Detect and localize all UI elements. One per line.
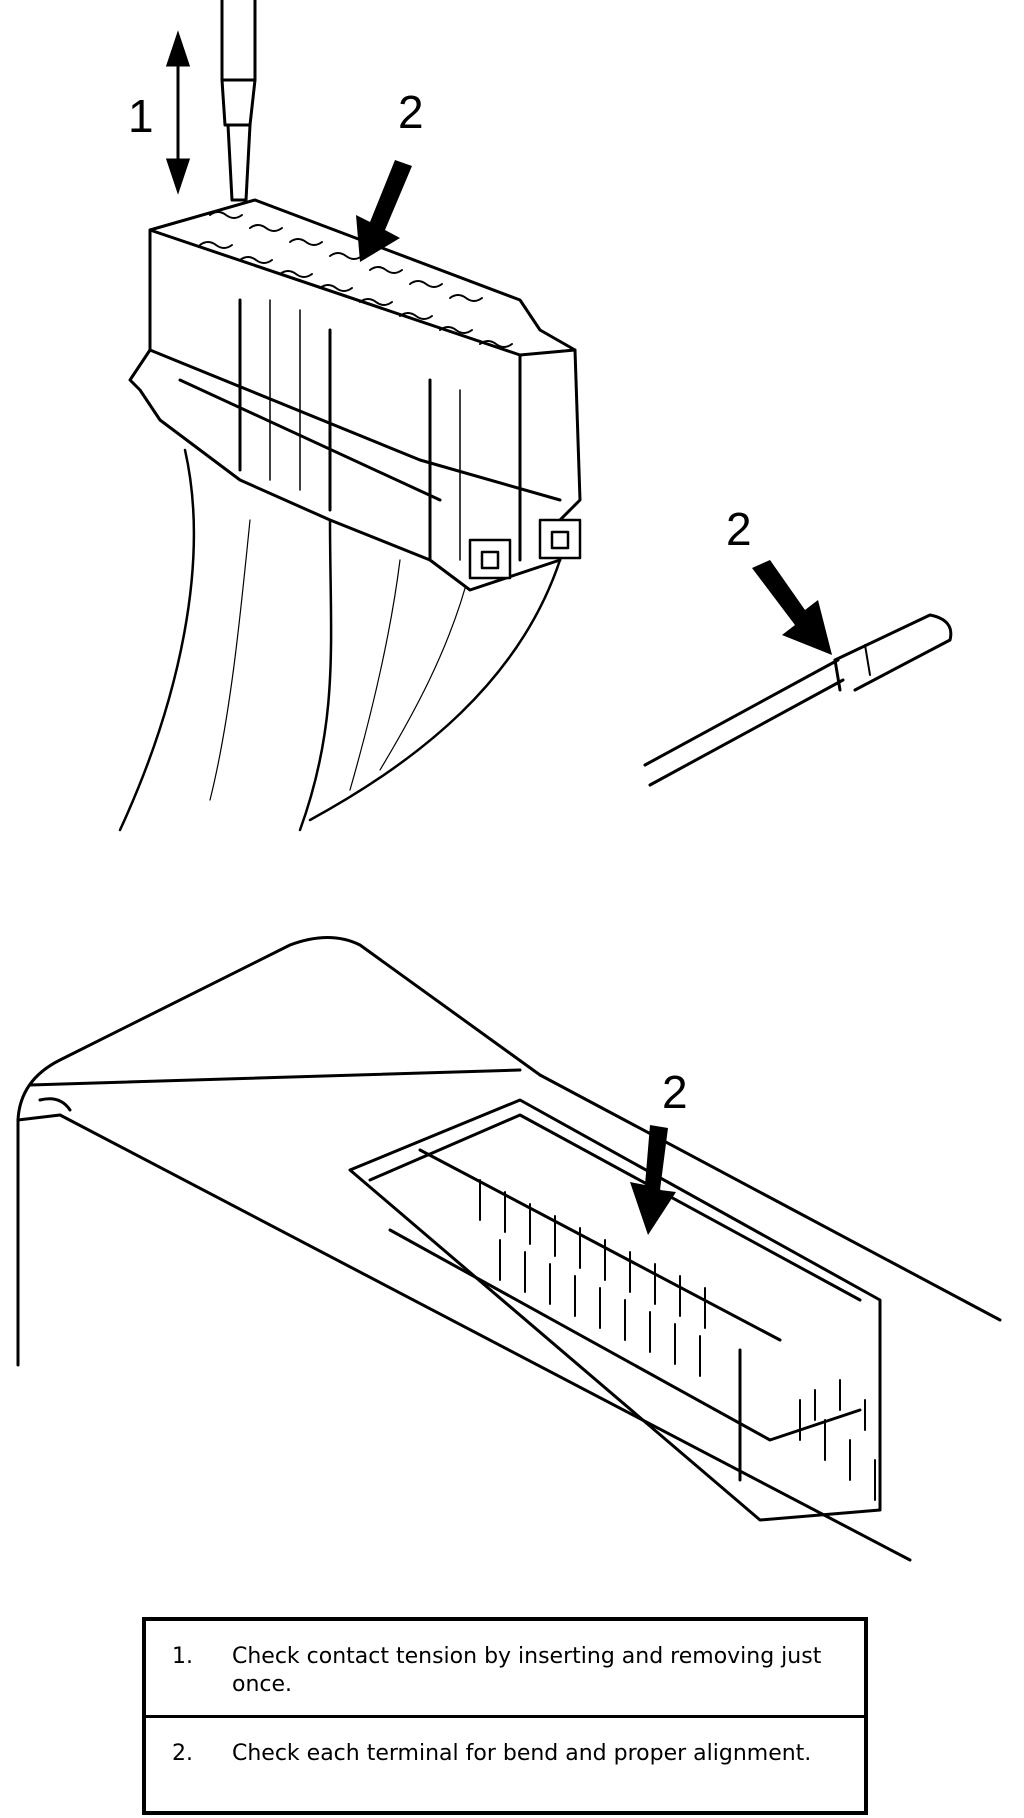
- callout-2-connector: 2: [398, 86, 424, 138]
- test-probe: [220, 0, 257, 202]
- callout-1: 1: [128, 90, 154, 142]
- callout-2-terminal: 2: [726, 503, 752, 555]
- terminal-pointer-arrow: [752, 560, 832, 655]
- callout-2-module: 2: [662, 1066, 688, 1118]
- connector-illustration: [118, 0, 582, 832]
- legend-row: 2. Check each terminal for bend and prop…: [144, 1714, 866, 1813]
- legend-table: 1. Check contact tension by inserting an…: [142, 1617, 868, 1815]
- terminal-illustration: [643, 560, 953, 787]
- connector-housing: [128, 198, 582, 592]
- wire-harness: [118, 448, 562, 832]
- legend-text: Check each terminal for bend and proper …: [232, 1714, 866, 1813]
- insert-remove-arrow: [165, 30, 191, 195]
- connector-inspection-diagram: 1 2 2 2: [16, 0, 1002, 1562]
- terminal-wire: [643, 613, 953, 787]
- legend-row: 1. Check contact tension by inserting an…: [144, 1619, 866, 1716]
- connector-pointer-arrow: [356, 160, 412, 262]
- legend-number: 1.: [172, 1644, 193, 1669]
- module-illustration: [16, 936, 1002, 1562]
- latch-tabs: [468, 518, 582, 580]
- terminal-cavities: [199, 211, 513, 348]
- legend-text: Check contact tension by inserting and r…: [232, 1644, 822, 1697]
- module-pointer-arrow: [630, 1125, 676, 1235]
- legend-number: 2.: [144, 1714, 232, 1813]
- module-housing: [16, 936, 1002, 1562]
- socket-pins: [479, 1179, 876, 1501]
